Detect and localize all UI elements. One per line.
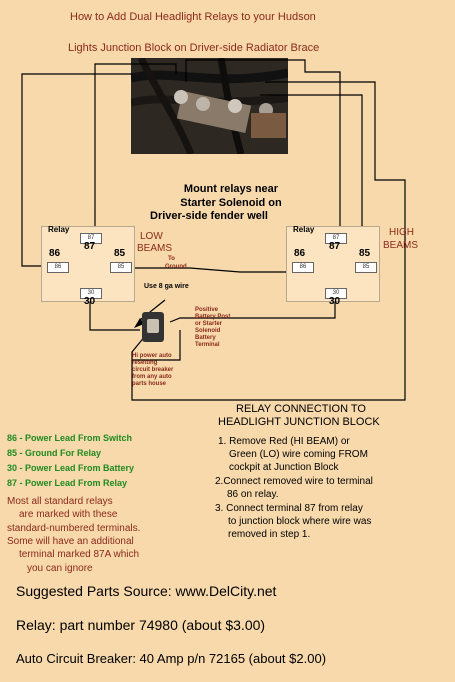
low-term-85-box: 85 (110, 262, 132, 273)
high-beams-label-1: HIGH (389, 227, 414, 238)
breaker-part-number: Auto Circuit Breaker: 40 Amp p/n 72165 (… (16, 651, 327, 666)
high-term-85-label: 85 (359, 248, 371, 259)
low-beams-label-2: BEAMS (137, 243, 173, 254)
connection-title-1: RELAY CONNECTION TO (236, 403, 366, 415)
high-beam-relay: Relay 87 87 86 85 86 85 30 30 (286, 225, 380, 307)
high-term-30-box: 30 (325, 288, 347, 299)
title-line-1: How to Add Dual Headlight Relays to your… (70, 11, 316, 23)
high-relay-title: Relay (293, 225, 315, 234)
low-term-85-label: 85 (114, 248, 126, 259)
high-term-30-label: 30 (329, 296, 341, 307)
low-beam-relay: Relay 87 87 86 85 86 85 30 30 (41, 225, 135, 307)
low-term-30-box: 30 (80, 288, 102, 299)
high-term-86-box: 86 (292, 262, 314, 273)
relay-part-number: Relay: part number 74980 (about $3.00) (16, 617, 266, 633)
connection-title-2: HEADLIGHT JUNCTION BLOCK (218, 416, 380, 428)
circuit-breaker-icon (142, 312, 164, 342)
high-term-86-label: 86 (294, 248, 306, 259)
low-term-87-label: 87 (84, 241, 96, 252)
low-term-86-box: 86 (47, 262, 69, 273)
low-term-87-box: 87 (80, 233, 102, 244)
junction-block-photo (131, 58, 288, 154)
mount-note-2: Starter Solenoid on (180, 197, 282, 209)
mount-note-1: Mount relays near (183, 183, 279, 195)
to-ground-2: Ground (165, 264, 187, 270)
title-line-2: Lights Junction Block on Driver-side Rad… (68, 42, 320, 54)
low-beams-label-1: LOW (140, 231, 163, 242)
low-term-86-label: 86 (49, 248, 61, 259)
low-term-30-label: 30 (84, 296, 96, 307)
low-relay-title: Relay (48, 225, 70, 234)
mount-note-3: Driver-side fender well (150, 210, 268, 222)
wire-gauge-note: Use 8 ga wire (144, 283, 189, 290)
parts-source: Suggested Parts Source: www.DelCity.net (16, 583, 277, 599)
high-beams-label-2: BEAMS (383, 240, 419, 251)
high-term-85-box: 85 (355, 262, 377, 273)
high-term-87-box: 87 (325, 233, 347, 244)
to-ground-1: To (168, 256, 175, 262)
high-term-87-label: 87 (329, 241, 341, 252)
